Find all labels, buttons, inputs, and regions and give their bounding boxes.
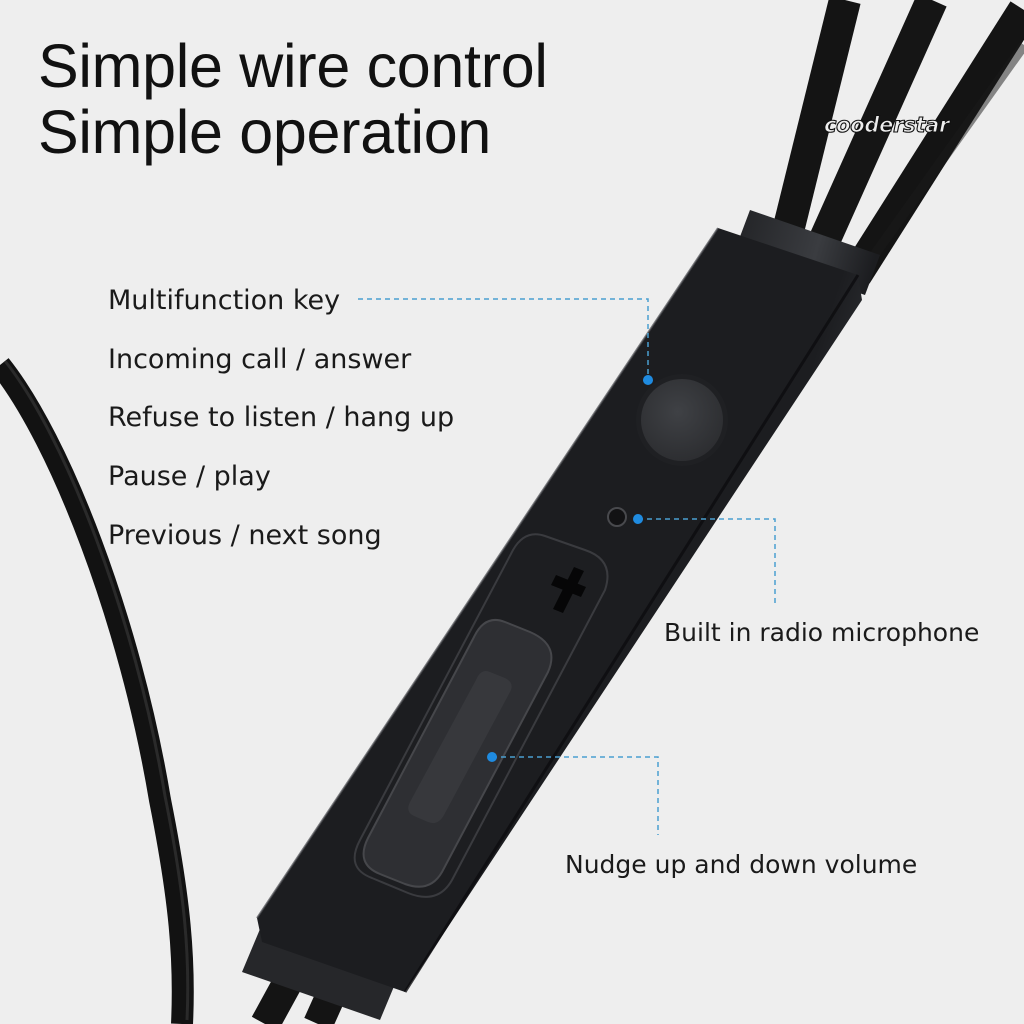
microphone-callout-label: Built in radio microphone [664, 618, 980, 647]
microphone-hole [607, 507, 627, 527]
headline-line-2: Simple operation [38, 98, 491, 166]
callout-line-multifunction [358, 298, 653, 385]
plus-icon [551, 567, 586, 613]
volume-slider [362, 618, 553, 888]
left-cable [0, 358, 194, 1024]
upper-cables [771, 0, 1024, 284]
feature-refuse-hang-up: Refuse to listen / hang up [108, 402, 455, 433]
headline-line-1: Simple wire control [38, 32, 548, 100]
callout-line-volume [487, 752, 659, 835]
feature-incoming-call: Incoming call / answer [108, 344, 412, 375]
callout-line-microphone [633, 514, 776, 605]
multifunction-button [636, 374, 728, 466]
feature-previous-next: Previous / next song [108, 520, 382, 551]
volume-callout-label: Nudge up and down volume [565, 850, 918, 879]
feature-pause-play: Pause / play [108, 461, 271, 492]
feature-multifunction-key: Multifunction key [108, 285, 341, 316]
brand-watermark: cooderstar [823, 112, 949, 137]
